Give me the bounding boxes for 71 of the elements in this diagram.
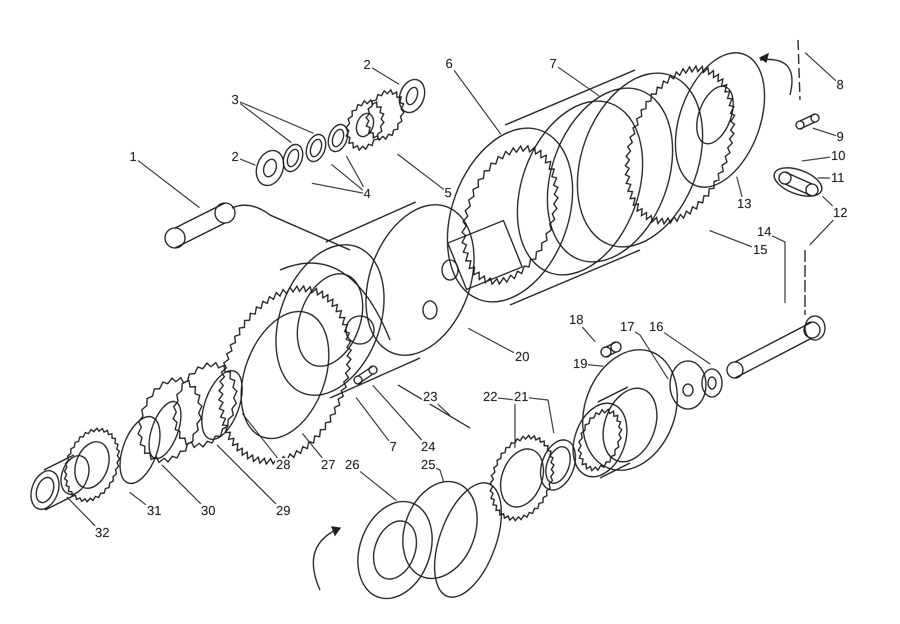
callout-number: 28 bbox=[275, 458, 292, 472]
leader-line bbox=[436, 468, 444, 482]
leader-line bbox=[804, 52, 836, 82]
leader-line bbox=[582, 326, 596, 342]
leader-line bbox=[138, 160, 200, 208]
leader-line bbox=[812, 128, 836, 136]
callout-number: 17 bbox=[619, 320, 636, 334]
leader-line bbox=[240, 158, 256, 166]
callout-number: 3 bbox=[230, 93, 240, 107]
leader-line bbox=[558, 66, 600, 96]
callout-number: 1 bbox=[128, 150, 138, 164]
callout-number: 4 bbox=[362, 187, 372, 201]
callout-number: 22 bbox=[482, 390, 498, 404]
leader-line bbox=[468, 328, 514, 354]
leader-line bbox=[240, 101, 314, 134]
leader-line bbox=[801, 156, 830, 162]
callout-number: 7 bbox=[388, 440, 398, 454]
leader-line bbox=[588, 364, 604, 367]
leader-line bbox=[498, 398, 516, 448]
leader-line bbox=[736, 176, 743, 198]
leader-line bbox=[302, 432, 323, 458]
leader-line bbox=[664, 332, 711, 365]
callout-number: 12 bbox=[832, 206, 848, 220]
callout-number: 10 bbox=[830, 149, 846, 163]
callout-number: 7 bbox=[548, 57, 558, 71]
callout-number: 13 bbox=[736, 197, 752, 211]
callout-number: 6 bbox=[444, 57, 454, 71]
leader-line bbox=[454, 70, 502, 135]
callout-number: 5 bbox=[444, 186, 453, 200]
leader-line bbox=[161, 464, 202, 504]
leader-line bbox=[372, 67, 400, 85]
callout-number: 2 bbox=[230, 150, 240, 164]
leader-line bbox=[240, 102, 292, 144]
leader-line bbox=[822, 196, 834, 206]
callout-number: 24 bbox=[420, 440, 436, 454]
callout-number: 16 bbox=[648, 320, 664, 334]
callout-number: 20 bbox=[514, 350, 530, 364]
callout-number: 25 bbox=[420, 458, 436, 472]
callout-number: 31 bbox=[146, 504, 162, 518]
leader-line bbox=[437, 404, 450, 416]
callout-number: 19 bbox=[572, 357, 588, 371]
leader-line bbox=[528, 397, 554, 434]
leader-line bbox=[709, 230, 752, 248]
callout-number: 14 bbox=[756, 225, 772, 239]
leader-line bbox=[330, 164, 364, 191]
callout-number: 26 bbox=[344, 458, 360, 472]
callout-number: 27 bbox=[320, 458, 336, 472]
leader-line bbox=[634, 331, 669, 380]
leader-line bbox=[66, 496, 96, 526]
callout-number: 2 bbox=[362, 58, 372, 72]
leader-line bbox=[356, 397, 390, 442]
leader-line bbox=[372, 384, 422, 440]
leader-line bbox=[311, 182, 364, 194]
callout-number: 11 bbox=[830, 171, 846, 185]
leader-line bbox=[397, 154, 444, 190]
callout-number: 15 bbox=[752, 243, 768, 257]
leader-line bbox=[129, 492, 146, 506]
leader-line bbox=[809, 220, 834, 246]
callout-number: 30 bbox=[200, 504, 216, 518]
callout-number: 21 bbox=[513, 390, 530, 404]
leader-line bbox=[346, 156, 364, 188]
leader-line bbox=[216, 444, 276, 504]
leader-line bbox=[772, 235, 786, 304]
leader-line bbox=[242, 413, 278, 458]
callout-number: 32 bbox=[94, 526, 110, 540]
callout-number: 9 bbox=[836, 130, 845, 144]
callout-number: 8 bbox=[836, 78, 845, 92]
callout-number: 23 bbox=[422, 390, 438, 404]
leader-line bbox=[360, 470, 397, 502]
callout-number: 29 bbox=[275, 504, 292, 518]
callout-number: 18 bbox=[568, 313, 584, 327]
